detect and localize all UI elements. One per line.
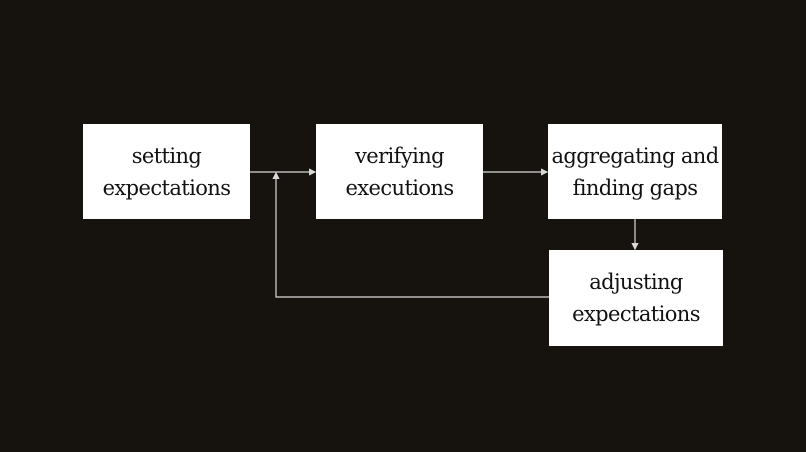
- node-label-line: adjusting: [589, 270, 683, 294]
- node-label-line: setting: [131, 143, 202, 168]
- node-label-line: finding gaps: [572, 175, 698, 200]
- node-verifying-executions: verifying executions: [316, 124, 483, 219]
- node-aggregating-finding-gaps: aggregating and finding gaps: [548, 124, 722, 219]
- node-label-line: executions: [345, 175, 454, 200]
- node-label-line: expectations: [572, 302, 700, 326]
- node-setting-expectations: setting expectations: [83, 124, 250, 219]
- edge-adjusting-feedback-loop: [272, 171, 549, 298]
- node-adjusting-expectations: adjusting expectations: [549, 250, 723, 346]
- node-label-line: verifying: [355, 143, 445, 168]
- node-label-line: expectations: [102, 175, 231, 200]
- node-label-line: aggregating and: [551, 143, 719, 168]
